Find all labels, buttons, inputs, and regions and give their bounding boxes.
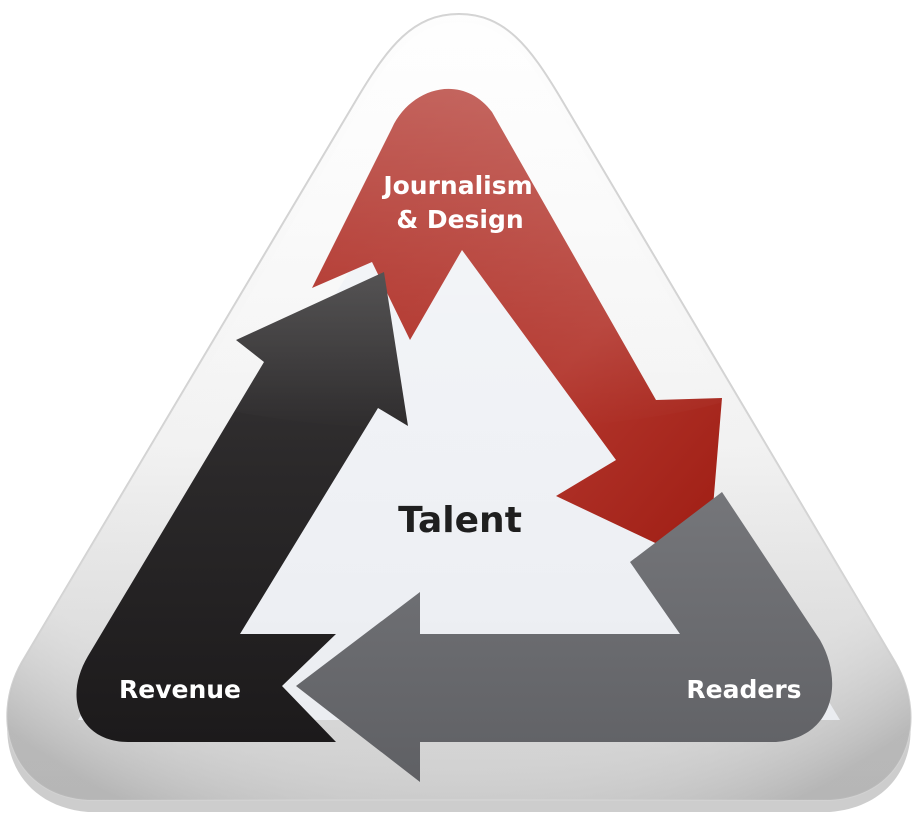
revenue-label: Revenue [119, 675, 241, 704]
center-label: Talent [398, 500, 522, 541]
gloss-highlight [188, 22, 730, 430]
journalism-label-line2: & Design [396, 205, 523, 234]
journalism-label: Journalism [381, 171, 532, 200]
readers-arrow [296, 492, 833, 782]
readers-label: Readers [686, 675, 801, 704]
